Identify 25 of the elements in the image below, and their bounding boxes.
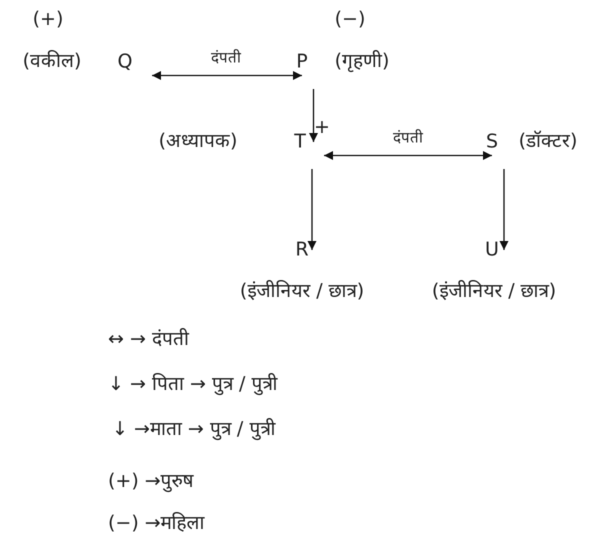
person-letter: T: [288, 128, 312, 156]
node-annotation: (−): [334, 8, 366, 32]
key-entry: ↔ → दंपती: [108, 328, 189, 352]
node-annotation: (+): [32, 8, 64, 32]
node-annotation: (अध्यापक): [158, 130, 238, 154]
node-annotation: +: [314, 116, 330, 140]
key-entry: ↓ →माता → पुत्र / पुत्री: [112, 418, 276, 442]
arrow: [308, 89, 318, 142]
node-annotation: (गृहणी): [334, 50, 390, 74]
person-letter: S: [480, 128, 504, 156]
person-letter: U: [479, 236, 505, 264]
node-annotation: (डॉक्टर): [518, 130, 578, 154]
node-annotation: (इंजीनियर / छात्र): [240, 280, 364, 304]
arrow: [324, 150, 492, 160]
arrow: [499, 169, 509, 250]
arrow: [152, 70, 302, 80]
node-annotation: (इंजीनियर / छात्र): [432, 280, 556, 304]
arrow: [307, 169, 317, 250]
person-letter: R: [289, 236, 315, 264]
node-annotation: (वकील): [22, 50, 82, 74]
key-entry: (+) →पुरुष: [108, 470, 194, 494]
key-entry: ↓ → पिता → पुत्र / पुत्री: [108, 373, 278, 397]
person-letter: P: [290, 48, 314, 76]
key-entry: (−) →महिला: [108, 512, 205, 536]
person-letter: Q: [112, 48, 138, 76]
